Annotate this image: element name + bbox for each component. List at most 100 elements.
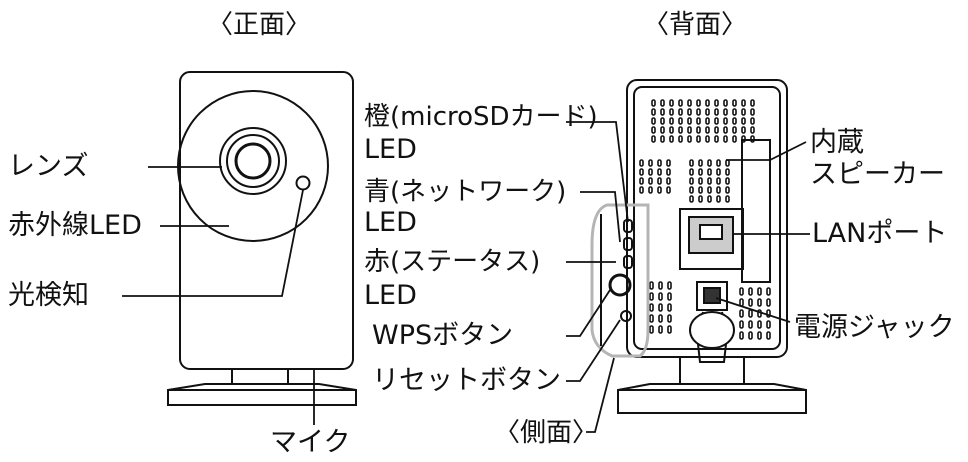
leader-lines bbox=[122, 121, 810, 433]
side-view-heading: 〈側面〉 bbox=[494, 418, 599, 448]
orange-led-label-line1: 橙(microSDカード) bbox=[364, 102, 598, 132]
vent-slot bbox=[651, 135, 656, 143]
vent-slot bbox=[689, 159, 694, 167]
vent-slot bbox=[666, 159, 671, 167]
vent-slot bbox=[648, 186, 653, 194]
vent-slot bbox=[689, 195, 694, 203]
vent-slot bbox=[732, 99, 737, 107]
vent-slot bbox=[748, 320, 753, 329]
vent-slot bbox=[716, 168, 721, 176]
vent-slot bbox=[651, 99, 656, 107]
vent-slot bbox=[669, 108, 674, 116]
vent-slot bbox=[766, 331, 771, 340]
vent-slot bbox=[660, 135, 665, 143]
blue-led-label-line1: 青(ネットワーク) bbox=[364, 177, 567, 207]
vent-slot bbox=[689, 177, 694, 185]
cable-knob bbox=[689, 311, 735, 349]
vent-slot bbox=[696, 99, 701, 107]
vent-slot bbox=[750, 135, 755, 143]
vent-slot bbox=[707, 177, 712, 185]
back-stand bbox=[617, 383, 807, 414]
vent-slot bbox=[714, 135, 719, 143]
vent-slot bbox=[666, 186, 671, 194]
vent-slot bbox=[649, 281, 654, 290]
vent-slot bbox=[639, 159, 644, 167]
vent-slot bbox=[741, 117, 746, 125]
front-view-heading: 〈正面〉 bbox=[207, 10, 312, 40]
vent-slot bbox=[657, 177, 662, 185]
vent-slot bbox=[651, 126, 656, 134]
vent-slot bbox=[714, 126, 719, 134]
red-led-slot bbox=[623, 255, 633, 269]
vent-slot bbox=[658, 325, 663, 334]
vent-slot bbox=[766, 298, 771, 307]
back-camera bbox=[617, 79, 807, 414]
vent-slot bbox=[705, 99, 710, 107]
mic-label: マイク bbox=[270, 427, 351, 458]
vent-slot bbox=[757, 331, 762, 340]
vent-slot bbox=[750, 99, 755, 107]
vent-slot bbox=[651, 117, 656, 125]
vent-slot bbox=[639, 186, 644, 194]
vent-slot bbox=[658, 303, 663, 312]
back-body-inner bbox=[633, 86, 781, 350]
vent-slot bbox=[766, 309, 771, 318]
vent-slot bbox=[705, 108, 710, 116]
vent-slot bbox=[696, 126, 701, 134]
vent-slot bbox=[660, 117, 665, 125]
lens-label: レンズ bbox=[8, 151, 89, 182]
vent-slot bbox=[723, 117, 728, 125]
vent-slot bbox=[669, 99, 674, 107]
vent-slot bbox=[678, 99, 683, 107]
vent-slot bbox=[723, 108, 728, 116]
vent-slot bbox=[714, 108, 719, 116]
vent-slot bbox=[725, 168, 730, 176]
vent-slot bbox=[660, 126, 665, 134]
vent-slot bbox=[667, 303, 672, 312]
vent-slot bbox=[639, 177, 644, 185]
wps-button-label: WPSボタン bbox=[372, 320, 514, 351]
vent-slot bbox=[705, 126, 710, 134]
vent-slot bbox=[732, 135, 737, 143]
vent-slots bbox=[639, 99, 771, 340]
vent-slot bbox=[678, 135, 683, 143]
vent-slot bbox=[658, 281, 663, 290]
reset-button-shape bbox=[620, 310, 632, 322]
reset-button-label: リセットボタン bbox=[372, 365, 561, 396]
vent-slot bbox=[707, 186, 712, 194]
vent-slot bbox=[658, 292, 663, 301]
vent-slot bbox=[748, 298, 753, 307]
vent-slot bbox=[696, 108, 701, 116]
red-led-label-line2: LED bbox=[364, 280, 417, 311]
vent-slot bbox=[714, 117, 719, 125]
vent-slot bbox=[698, 168, 703, 176]
vent-slot bbox=[698, 177, 703, 185]
vent-slot bbox=[658, 314, 663, 323]
wps-button-shape bbox=[608, 273, 632, 297]
vent-slot bbox=[766, 320, 771, 329]
vent-slot bbox=[705, 117, 710, 125]
vent-slot bbox=[732, 117, 737, 125]
vent-slot bbox=[660, 108, 665, 116]
vent-slot bbox=[750, 108, 755, 116]
vent-slot bbox=[750, 117, 755, 125]
vent-slot bbox=[716, 186, 721, 194]
vent-slot bbox=[705, 135, 710, 143]
vent-slot bbox=[651, 108, 656, 116]
vent-slot bbox=[657, 186, 662, 194]
vent-slot bbox=[757, 320, 762, 329]
vent-slot bbox=[678, 108, 683, 116]
vent-slot bbox=[678, 126, 683, 134]
vent-slot bbox=[748, 287, 753, 296]
front-face-ring bbox=[177, 90, 329, 242]
vent-slot bbox=[766, 287, 771, 296]
lan-port-frame bbox=[679, 208, 744, 270]
front-camera bbox=[167, 71, 357, 406]
vent-slot bbox=[716, 159, 721, 167]
vent-slot bbox=[648, 168, 653, 176]
vent-slot bbox=[757, 287, 762, 296]
vent-slot bbox=[732, 126, 737, 134]
ir-led-label: 赤外線LED bbox=[8, 210, 142, 241]
vent-slot bbox=[707, 195, 712, 203]
